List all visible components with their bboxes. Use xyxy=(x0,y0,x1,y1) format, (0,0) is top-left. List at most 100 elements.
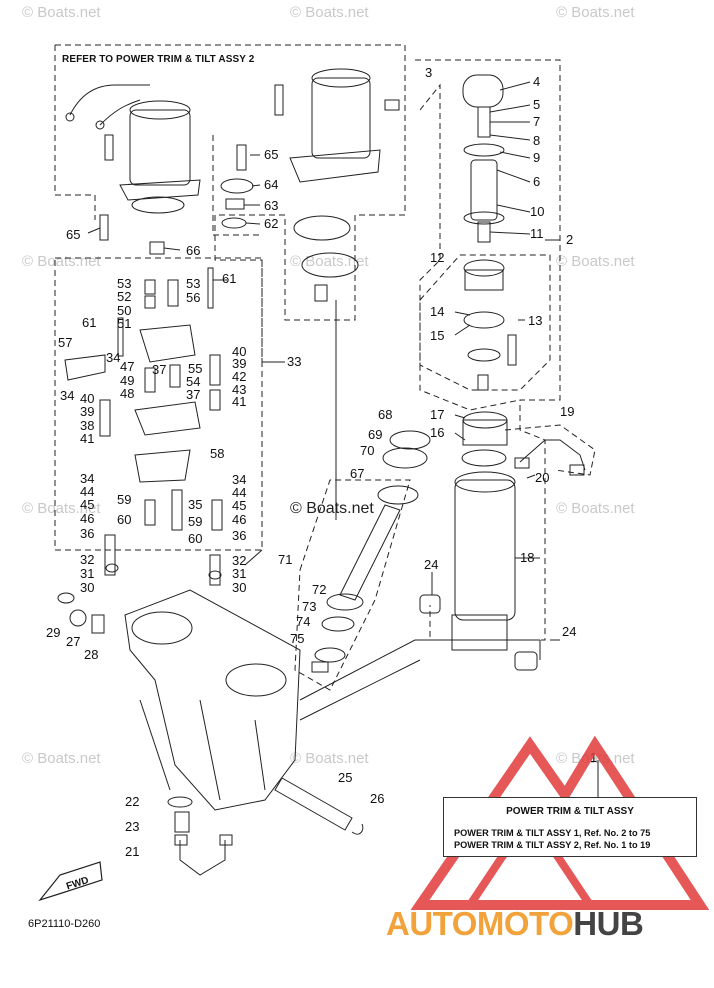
mount-bar xyxy=(299,639,540,701)
callout-label: 45 xyxy=(80,497,94,512)
callout-label: 14 xyxy=(430,304,444,319)
pipe-19 xyxy=(519,439,586,471)
callout-label: 35 xyxy=(188,497,202,512)
callout-label: 13 xyxy=(528,313,542,328)
brand-logo: AUTOMOTOHUB xyxy=(386,905,644,943)
callout-label: 15 xyxy=(430,328,444,343)
center-motor-body xyxy=(311,77,371,159)
callout-label: 72 xyxy=(312,582,326,597)
callout-label: 40 xyxy=(232,344,246,359)
info-box-row-1: POWER TRIM & TILT ASSY 1, Ref. No. 2 to … xyxy=(454,828,651,838)
diagram-code: 6P21110-D260 xyxy=(28,918,101,930)
callout-label: 33 xyxy=(287,354,301,369)
callout-label: 37 xyxy=(186,387,200,402)
callout-label: 73 xyxy=(302,599,316,614)
callout-label: 61 xyxy=(82,315,96,330)
watermark: © Boats.net xyxy=(556,253,635,270)
logo-part-1: AUTOMOTO xyxy=(386,905,574,942)
callout-label: 39 xyxy=(232,356,246,371)
cylinder-body xyxy=(454,479,516,621)
piston-rod xyxy=(470,159,498,221)
callout-label: 44 xyxy=(80,484,94,499)
callout-label: 24 xyxy=(562,624,576,639)
callout-label: 6 xyxy=(533,174,540,189)
callout-label: 68 xyxy=(378,407,392,422)
callout-label: 41 xyxy=(80,431,94,446)
callout-label: 70 xyxy=(360,443,374,458)
callout-label: 29 xyxy=(46,625,60,640)
callout-label: 5 xyxy=(533,97,540,112)
callout-label: 62 xyxy=(264,216,278,231)
watermark: © Boats.net xyxy=(22,253,101,270)
piston-boundary xyxy=(419,83,521,411)
callout-label: 2 xyxy=(566,232,573,247)
callout-label: 9 xyxy=(533,150,540,165)
callout-label: 34 xyxy=(80,471,94,486)
trim-rod xyxy=(339,504,401,601)
logo-part-2: HUB xyxy=(573,905,644,942)
callout-label: 51 xyxy=(117,316,131,331)
watermark: © Boats.net xyxy=(22,500,101,517)
valve-plate xyxy=(134,449,191,483)
callout-label: 60 xyxy=(117,512,131,527)
left-motor-body xyxy=(129,109,191,186)
valve-boundary xyxy=(419,254,551,391)
callout-label: 46 xyxy=(232,512,246,527)
callout-label: 42 xyxy=(232,369,246,384)
callout-label: 27 xyxy=(66,634,80,649)
callout-label: 56 xyxy=(186,290,200,305)
callout-label: 41 xyxy=(232,394,246,409)
callout-label: 18 xyxy=(520,550,534,565)
watermark: © Boats.net xyxy=(22,750,101,767)
callout-label: 45 xyxy=(232,498,246,513)
callout-label: 11 xyxy=(530,226,544,241)
callout-label: 58 xyxy=(210,446,224,461)
callout-label: 65 xyxy=(264,147,278,162)
callout-label: 31 xyxy=(80,566,94,581)
callout-label: 52 xyxy=(117,289,131,304)
watermark: © Boats.net xyxy=(290,4,369,21)
header-box xyxy=(54,45,96,220)
callout-label: 59 xyxy=(188,514,202,529)
callout-label: 20 xyxy=(535,470,549,485)
callout-label: 36 xyxy=(80,526,94,541)
callout-label: 8 xyxy=(533,133,540,148)
callout-label: 48 xyxy=(120,386,134,401)
callout-label: 43 xyxy=(232,382,246,397)
callout-label: 74 xyxy=(296,614,310,629)
callout-label: 37 xyxy=(152,362,166,377)
callout-label: 59 xyxy=(117,492,131,507)
info-box-row-2: POWER TRIM & TILT ASSY 2, Ref. No. 1 to … xyxy=(454,840,651,850)
cylinder-boundary xyxy=(415,59,561,641)
callout-label: 19 xyxy=(560,404,574,419)
callout-label: 30 xyxy=(80,580,94,595)
callout-label: 71 xyxy=(278,552,292,567)
callout-label: 53 xyxy=(117,276,131,291)
valve-block-upper xyxy=(139,324,196,363)
watermark: © Boats.net xyxy=(22,4,101,21)
callout-label: 3 xyxy=(425,65,432,80)
callout-label: 61 xyxy=(222,271,236,286)
callout-label: 46 xyxy=(80,511,94,526)
callout-label: 32 xyxy=(80,552,94,567)
valve-block-middle xyxy=(134,401,201,436)
main-bracket xyxy=(124,589,301,811)
callout-label: 65 xyxy=(66,227,80,242)
callout-label: 28 xyxy=(84,647,98,662)
callout-label: 22 xyxy=(125,794,139,809)
watermark: © Boats.net xyxy=(556,500,635,517)
callout-label: 34 xyxy=(232,472,246,487)
callout-label: 40 xyxy=(80,391,94,406)
assy2-boundary xyxy=(55,44,406,365)
callout-label: 53 xyxy=(186,276,200,291)
callout-label: 24 xyxy=(424,557,438,572)
callout-label: 50 xyxy=(117,303,131,318)
callout-label: 31 xyxy=(232,566,246,581)
callout-label: 26 xyxy=(370,791,384,806)
callout-label: 25 xyxy=(338,770,352,785)
callout-label: 67 xyxy=(350,466,364,481)
callout-label: 49 xyxy=(120,373,134,388)
pipe-boundary xyxy=(504,424,596,476)
callout-label: 36 xyxy=(232,528,246,543)
